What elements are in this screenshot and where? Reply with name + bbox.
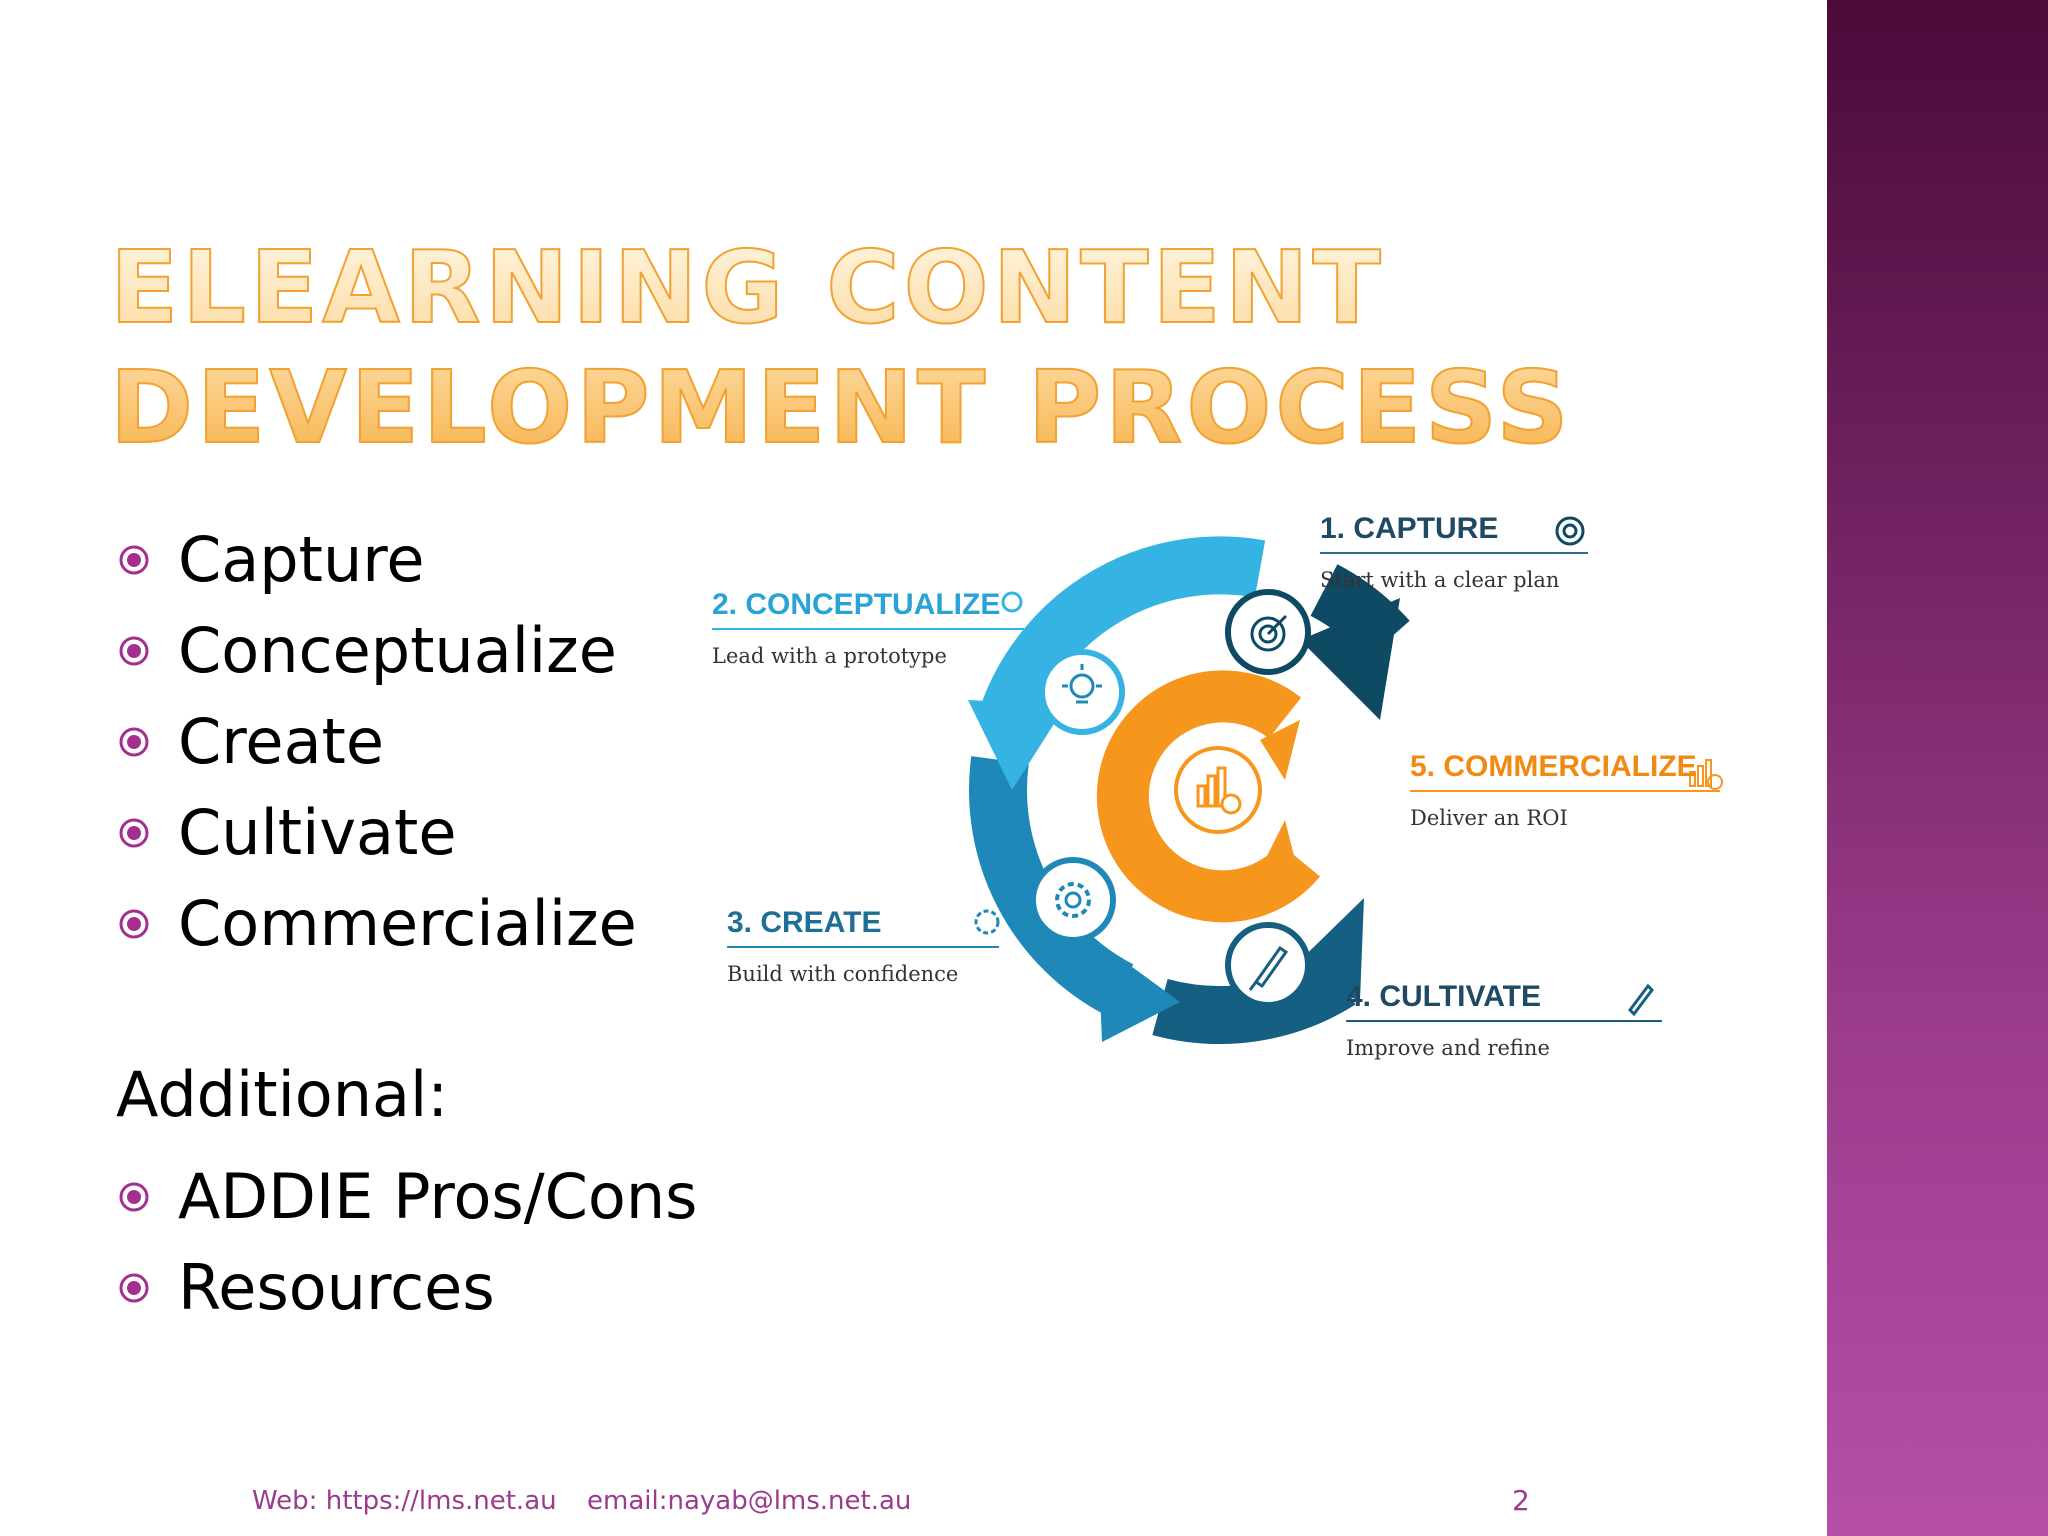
bullet-text: ADDIE Pros/Cons [178, 1160, 698, 1233]
circle-bullet-icon [119, 1182, 149, 1211]
stage-title: 2. CONCEPTUALIZE [712, 588, 1024, 630]
center-c-shape [1096, 670, 1321, 923]
circle-bullet-icon [119, 909, 149, 938]
commercialize-title-chart-icon [1689, 759, 1723, 790]
conceptualize-title-lightbulb-icon [1001, 591, 1023, 613]
list-item: Commercialize [118, 878, 637, 969]
slide-title: ELEARNING CONTENT DEVELOPMENT PROCESS [109, 228, 1573, 468]
cultivate-title-rocket-icon [1628, 983, 1654, 1017]
footer-web-link[interactable]: Web: https://lms.net.au [252, 1486, 557, 1516]
stage-title: 4. CULTIVATE [1346, 980, 1662, 1022]
bullet-text: Capture [178, 523, 425, 596]
stage-capture: 1. CAPTURE Start with a clear plan [1320, 512, 1588, 592]
footer-email-link[interactable]: email:nayab@lms.net.au [587, 1486, 912, 1516]
bullet-text: Resources [178, 1251, 495, 1324]
list-item: Cultivate [118, 787, 637, 878]
gear-icon [1030, 857, 1116, 943]
stage-subtitle: Lead with a prototype [712, 644, 947, 668]
stage-title: 3. CREATE [727, 906, 999, 948]
bullet-list: Capture Conceptualize Create Cultivate C… [118, 514, 637, 969]
stage-create: 3. CREATE Build with confidence [727, 906, 999, 986]
cycle-arrowhead-conceptualize [968, 700, 1066, 790]
create-title-gear-icon [974, 909, 1000, 935]
lightbulb-icon [1039, 649, 1125, 735]
stage-subtitle: Deliver an ROI [1410, 806, 1568, 830]
chart-dollar-icon [1174, 746, 1262, 834]
cycle-arrowhead-capture [1300, 598, 1400, 720]
stage-title: 5. COMMERCIALIZE [1410, 750, 1720, 792]
bullet-text: Commercialize [178, 887, 637, 960]
bullet-text: Create [178, 705, 385, 778]
circle-bullet-icon [119, 818, 149, 847]
target-icon [1225, 589, 1311, 675]
cycle-arc-create [969, 756, 1134, 1016]
stage-cultivate: 4. CULTIVATE Improve and refine [1346, 980, 1662, 1060]
content-cycle-diagram: 1. CAPTURE Start with a clear plan 2. CO… [700, 490, 1760, 1080]
stage-subtitle: Build with confidence [727, 962, 959, 986]
list-item: Conceptualize [118, 605, 637, 696]
list-item: Create [118, 696, 637, 787]
cycle-graphic [968, 516, 1723, 1044]
stage-title: 1. CAPTURE [1320, 512, 1588, 554]
bullet-text: Conceptualize [178, 614, 617, 687]
additional-bullet-list: ADDIE Pros/Cons Resources [118, 1151, 697, 1333]
capture-title-target-icon [1555, 516, 1585, 546]
side-gradient-bar [1827, 0, 2048, 1536]
center-c-arrowhead-lower [1265, 820, 1300, 880]
page-number: 2 [1512, 1484, 1530, 1517]
list-item: Resources [118, 1242, 697, 1333]
circle-bullet-icon [119, 1273, 149, 1302]
center-c-arrowhead [1260, 720, 1300, 780]
stage-subtitle: Start with a clear plan [1320, 568, 1560, 592]
title-line-1: ELEARNING CONTENT [109, 228, 1385, 347]
bullet-text: Cultivate [178, 796, 457, 869]
cycle-arc-cultivate [1152, 955, 1356, 1044]
stage-conceptualize: 2. CONCEPTUALIZE Lead with a prototype [712, 588, 1024, 668]
list-item: ADDIE Pros/Cons [118, 1151, 697, 1242]
list-item: Capture [118, 514, 637, 605]
stage-commercialize: 5. COMMERCIALIZE Deliver an ROI [1410, 750, 1720, 830]
title-line-2: DEVELOPMENT PROCESS [109, 348, 1573, 467]
circle-bullet-icon [119, 727, 149, 756]
circle-bullet-icon [119, 636, 149, 665]
cycle-arrowhead-create [1098, 942, 1180, 1042]
circle-bullet-icon [119, 545, 149, 574]
additional-label: Additional: [116, 1058, 449, 1131]
rocket-icon [1225, 922, 1311, 1008]
stage-subtitle: Improve and refine [1346, 1036, 1550, 1060]
cycle-arc-conceptualize [980, 536, 1266, 726]
